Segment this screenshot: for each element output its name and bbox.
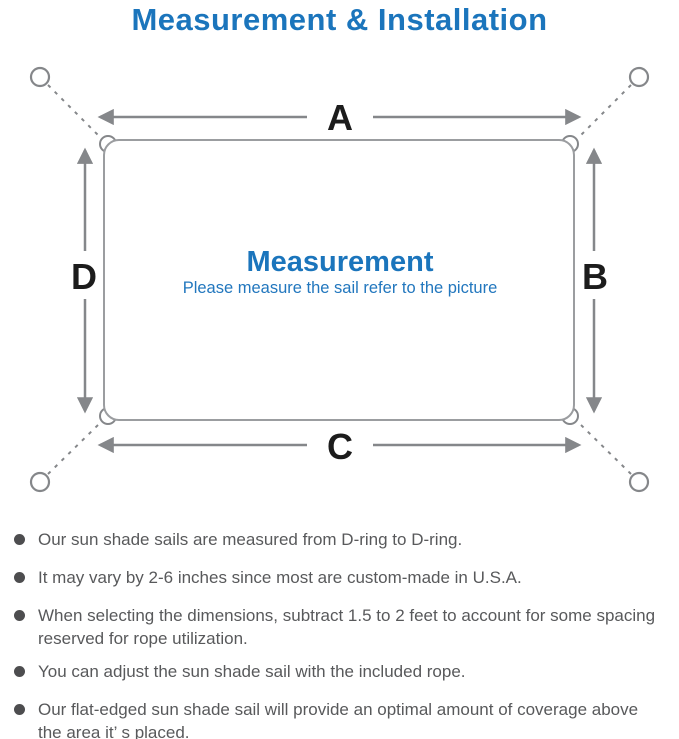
measurement-diagram: A B C D Measurement Please measure the s… [29, 66, 650, 493]
dimension-label-b: B [582, 256, 608, 297]
list-item: Our sun shade sails are measured from D-… [14, 528, 666, 551]
page-title: Measurement & Installation [131, 2, 548, 37]
anchor-ring-icon [29, 66, 51, 88]
bullet-dot-icon [14, 534, 25, 545]
dimension-label-a: A [327, 97, 353, 138]
bullet-dot-icon [14, 572, 25, 583]
list-item: When selecting the dimensions, subtract … [14, 604, 666, 650]
dimension-label-c: C [327, 426, 353, 467]
anchor-ring-group [29, 66, 650, 493]
bullet-dot-icon [14, 704, 25, 715]
guy-line-bottom-left [47, 424, 99, 475]
list-item-text: Our sun shade sails are measured from D-… [38, 530, 463, 549]
diagram-center-subtitle: Please measure the sail refer to the pic… [183, 279, 498, 297]
list-item-text: Our flat-edged sun shade sail will provi… [38, 700, 639, 739]
guy-line-group [47, 84, 632, 475]
list-item-text: You can adjust the sun shade sail with t… [38, 662, 466, 681]
list-item-text: When selecting the dimensions, subtract … [38, 606, 656, 648]
dimension-label-d: D [71, 256, 97, 297]
notes-list: Our sun shade sails are measured from D-… [14, 528, 666, 739]
anchor-ring-icon [29, 471, 51, 493]
sail-outline [103, 139, 575, 421]
guy-line-bottom-right [580, 424, 632, 475]
bullet-dot-icon [14, 610, 25, 621]
list-item-text: It may vary by 2-6 inches since most are… [38, 568, 522, 587]
anchor-ring-icon [628, 66, 650, 88]
diagram-center-title: Measurement [247, 246, 434, 278]
guy-line-top-left [47, 84, 99, 136]
guy-line-top-right [580, 84, 632, 136]
list-item: You can adjust the sun shade sail with t… [14, 660, 666, 683]
bullet-dot-icon [14, 666, 25, 677]
anchor-ring-icon [628, 471, 650, 493]
dimension-arrow-group [76, 108, 603, 454]
list-item: It may vary by 2-6 inches since most are… [14, 566, 666, 589]
list-item: Our flat-edged sun shade sail will provi… [14, 698, 666, 739]
